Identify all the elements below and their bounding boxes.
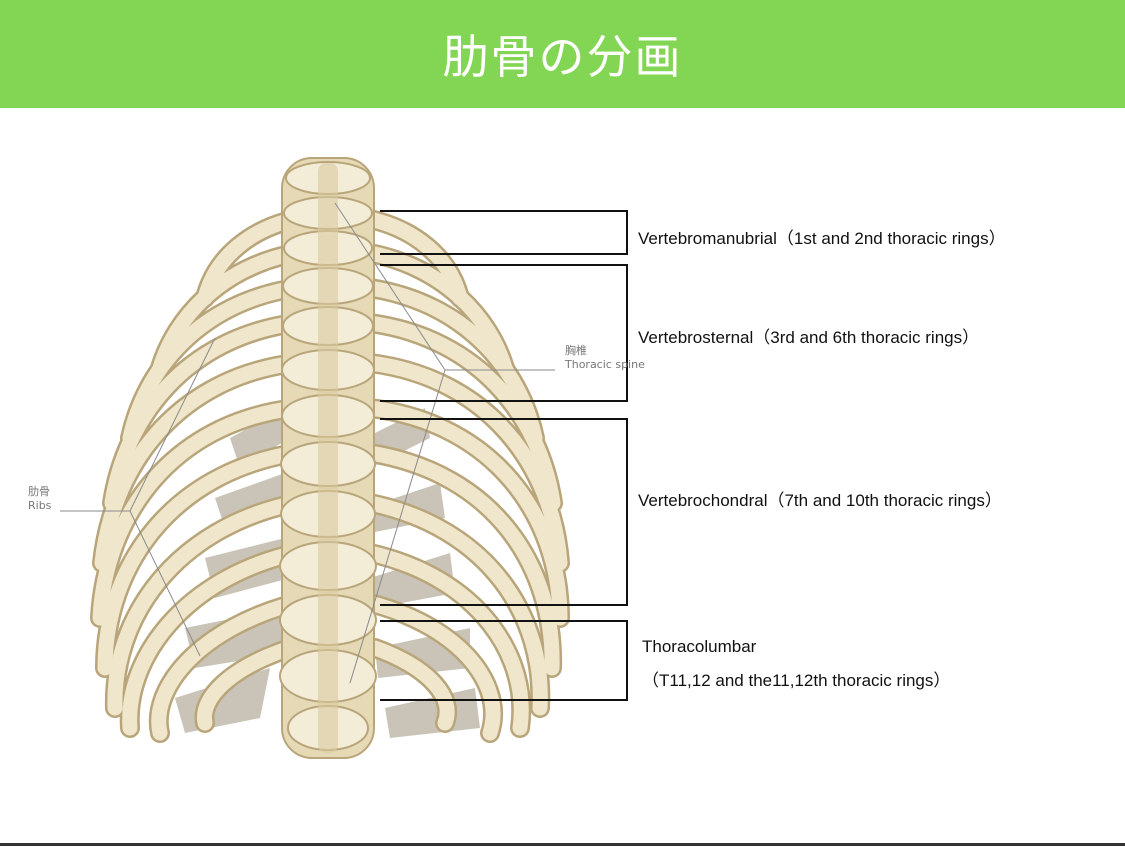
segment-label-thoracolumbar-line1: Thoracolumbar	[642, 637, 757, 656]
thoracic-spine	[279, 157, 377, 759]
bracket-vertebrochondral	[380, 418, 628, 606]
spine-label: 胸椎 Thoracic spine	[565, 344, 645, 372]
bracket-thoracolumbar	[380, 620, 628, 701]
segment-brackets	[380, 210, 628, 701]
ribs-label-en: Ribs	[28, 499, 52, 512]
segment-label-vertebrosternal: Vertebrosternal（3rd and 6th thoracic rin…	[638, 328, 980, 347]
spine-label-en: Thoracic spine	[565, 358, 645, 371]
title-bar: 肋骨の分画	[0, 0, 1125, 108]
ribs-right-fill	[357, 210, 568, 741]
segment-label-thoracolumbar-line2: （T11,12 and the11,12th thoracic rings）	[642, 671, 951, 690]
page-title: 肋骨の分画	[442, 30, 683, 84]
bracket-vertebromanubrial	[380, 210, 628, 255]
leader-lines	[60, 202, 555, 684]
rib-cage-figure: 胸椎 Thoracic spine 肋骨 Ribs Vertebromanubr…	[0, 108, 1125, 845]
bottom-divider	[0, 843, 1125, 846]
spine-label-ja: 胸椎	[565, 344, 587, 357]
segment-label-vertebromanubrial: Vertebromanubrial（1st and 2nd thoracic r…	[638, 229, 1006, 248]
ribs-label-ja: 肋骨	[28, 485, 50, 498]
ribs-label: 肋骨 Ribs	[28, 485, 51, 513]
bracket-vertebrosternal	[380, 264, 628, 402]
segment-label-vertebrochondral: Vertebrochondral（7th and 10th thoracic r…	[638, 491, 1002, 510]
ribs-left-fill	[92, 210, 308, 741]
rib-cage-illustration	[60, 157, 628, 759]
